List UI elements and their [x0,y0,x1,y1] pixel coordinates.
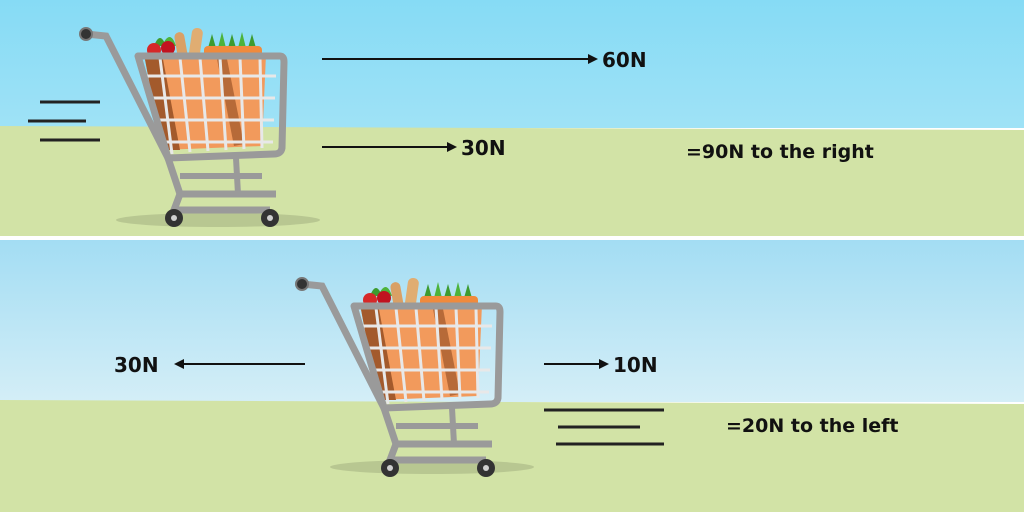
net-force-label: =90N to the right [686,141,874,163]
panel-divider [0,236,1024,240]
motion-lines-top [28,100,100,142]
force-label: 60N [602,48,647,72]
force-label: 30N [114,353,159,377]
net-force-label: =20N to the left [726,415,898,437]
panel-top: 60N 30N =90N to the right [0,0,1024,240]
panel-bottom: 30N 10N =20N to the left [0,240,1024,512]
ground-bottom [0,400,1024,512]
sky-bottom [0,240,1024,402]
force-label: 30N [461,136,506,160]
force-label: 10N [613,353,658,377]
motion-lines-bottom [544,408,664,446]
cart-shadow-top [116,213,320,227]
